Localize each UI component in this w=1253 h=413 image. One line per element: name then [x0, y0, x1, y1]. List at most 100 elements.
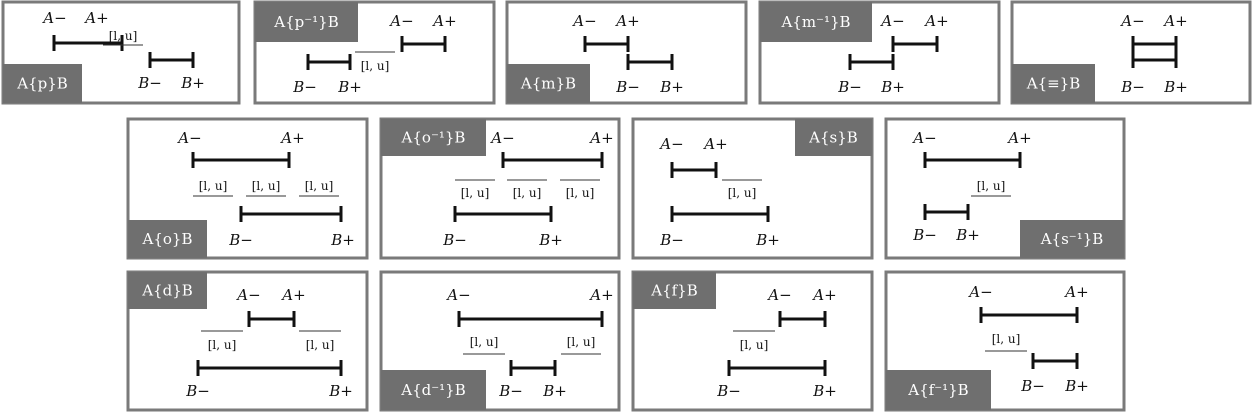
gap-label: [l, u]	[722, 179, 762, 200]
relation-tag: A{f⁻¹}B	[886, 370, 991, 410]
label-b-plus: B+	[812, 382, 837, 400]
gap-label: [l, u]	[193, 179, 233, 197]
interval-a-bar	[191, 152, 291, 168]
label-a-minus: A−	[658, 135, 683, 153]
interval-a-bar	[501, 152, 604, 168]
label-a-plus: A+	[431, 12, 456, 30]
gap-label-text: [l, u]	[305, 179, 334, 193]
label-a-plus: A+	[1063, 283, 1088, 301]
gap-label: [l, u]	[971, 179, 1011, 197]
panel-border	[1010, 0, 1252, 105]
relation-panel-mi: A{m⁻¹}B A− A+ B− B+	[758, 0, 1001, 105]
label-b-plus: B+	[337, 78, 362, 96]
label-a-minus: A−	[41, 9, 66, 27]
interval-a-bar	[400, 36, 447, 52]
interval-a-bar	[891, 36, 939, 52]
relation-name: A{d}B	[141, 282, 193, 300]
gap-label-text: [l, u]	[461, 186, 490, 200]
interval-b-bar	[727, 360, 827, 376]
label-a-plus: A+	[588, 129, 613, 147]
label-b-plus: B+	[538, 231, 563, 249]
relation-name: A{≡}B	[1026, 75, 1081, 93]
relation-name: A{o⁻¹}B	[401, 129, 466, 147]
relation-name: A{m⁻¹}B	[780, 13, 850, 31]
relation-tag: A{m⁻¹}B	[760, 2, 872, 42]
interval-b-bar	[848, 54, 895, 70]
interval-b-bar	[453, 206, 553, 222]
relation-tag: A{f}B	[633, 272, 716, 309]
gap-label-text: [l, u]	[728, 186, 757, 200]
label-a-plus: A+	[588, 286, 613, 304]
label-a-minus: A−	[445, 286, 470, 304]
relation-panel-s: A{s}B A− A+ B− B+ [l, u]	[631, 117, 874, 260]
label-a-plus: A+	[923, 12, 948, 30]
gap-label-text: [l, u]	[740, 338, 769, 352]
relation-tag: A{m}B	[507, 64, 590, 103]
label-a-plus: A+	[702, 135, 727, 153]
label-b-plus: B+	[542, 382, 567, 400]
label-a-minus: A−	[176, 129, 201, 147]
relation-panel-di: A{d⁻¹}BA−A+B−B+[l, u][l, u]	[379, 270, 621, 412]
interval-b-bar	[239, 206, 343, 222]
gap-label-text: [l, u]	[513, 186, 542, 200]
interval-a-bar	[583, 36, 630, 52]
gap-label: [l, u]	[561, 335, 601, 355]
gap-label: [l, u]	[299, 330, 341, 352]
label-b-minus: B−	[912, 226, 937, 244]
interval-b-bar	[509, 360, 557, 376]
label-a-plus: A+	[280, 286, 305, 304]
label-b-minus: B−	[615, 78, 640, 96]
label-a-minus: A−	[235, 286, 260, 304]
interval-a-bar	[778, 311, 827, 327]
label-b-plus: B+	[955, 226, 980, 244]
relation-tag: A{p}B	[3, 64, 82, 103]
relation-name: A{f⁻¹}B	[907, 381, 968, 399]
interval-b-bar	[1131, 52, 1178, 68]
relation-name: A{s⁻¹}B	[1040, 230, 1104, 248]
gap-label-text: [l, u]	[208, 338, 237, 352]
label-a-minus: A−	[571, 12, 596, 30]
label-b-minus: B−	[1020, 377, 1045, 395]
label-b-minus: B−	[137, 74, 162, 92]
label-a-plus: A+	[811, 286, 836, 304]
label-b-plus: B+	[880, 78, 905, 96]
label-b-plus: B+	[1064, 377, 1089, 395]
relation-tag: A{o}B	[128, 220, 207, 258]
gap-label: [l, u]	[201, 330, 243, 352]
relation-tag: A{p⁻¹}B	[255, 2, 358, 42]
interval-b-bar	[148, 52, 195, 68]
relation-name: A{p}B	[16, 75, 68, 93]
gap-label: [l, u]	[463, 335, 505, 355]
label-b-plus: B+	[328, 382, 353, 400]
gap-label-text: [l, u]	[252, 179, 281, 193]
label-a-plus: A+	[279, 129, 304, 147]
gap-label: [l, u]	[507, 179, 547, 200]
interval-b-bar	[923, 204, 970, 220]
label-b-plus: B+	[659, 78, 684, 96]
label-b-minus: B−	[1120, 78, 1145, 96]
label-a-minus: A−	[879, 12, 904, 30]
interval-b-bar	[626, 54, 674, 70]
gap-label-text: [l, u]	[567, 335, 596, 349]
gap-label-text: [l, u]	[992, 332, 1021, 346]
label-b-minus: B−	[498, 382, 523, 400]
label-a-plus: A+	[1006, 129, 1031, 147]
gap-label-text: [l, u]	[199, 179, 228, 193]
gap-label: [l, u]	[733, 330, 775, 352]
gap-label-text: [l, u]	[566, 186, 595, 200]
label-b-plus: B+	[755, 231, 780, 249]
label-b-plus: B+	[330, 231, 355, 249]
interval-a-bar	[1131, 36, 1178, 52]
relation-tag: A{s}B	[795, 119, 872, 156]
relation-name: A{o}B	[142, 230, 193, 248]
label-a-plus: A+	[614, 12, 639, 30]
relation-panel-o: A{o}BA−A+B−B+[l, u][l, u][l, u]	[126, 117, 369, 260]
label-b-minus: B−	[837, 78, 862, 96]
label-a-minus: A−	[967, 283, 992, 301]
relation-name: A{f}B	[650, 282, 698, 300]
interval-a-bar	[923, 152, 1022, 168]
label-b-minus: B−	[659, 231, 684, 249]
